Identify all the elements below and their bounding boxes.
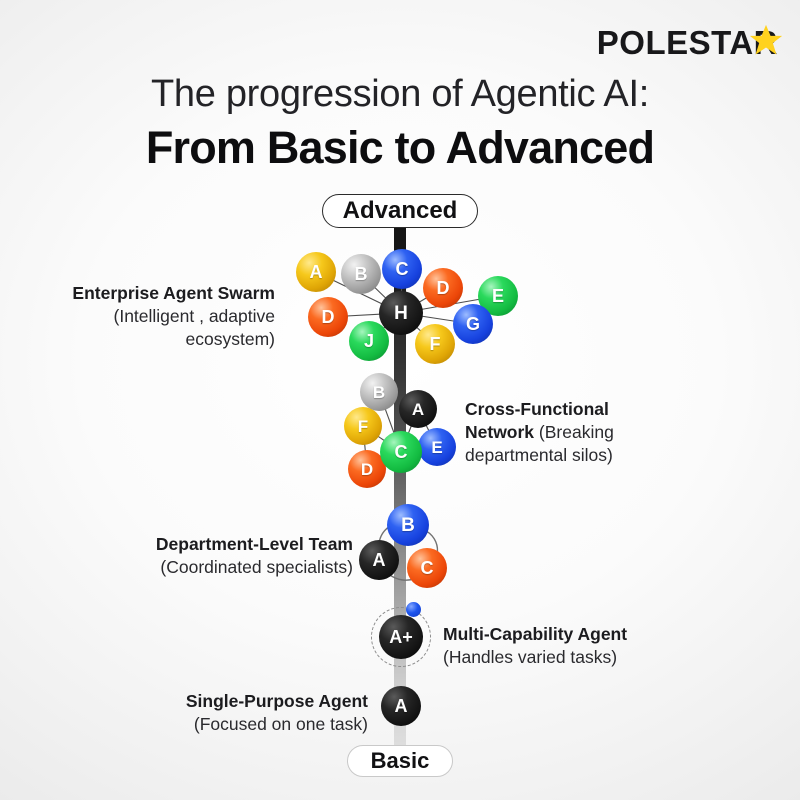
agent-node[interactable]: C xyxy=(382,249,422,289)
caption-title: Multi-Capability Agent xyxy=(443,624,628,644)
agent-node[interactable]: F xyxy=(415,324,455,364)
caption-subtitle: (Coordinated specialists) xyxy=(160,557,353,578)
axis-label-basic: Basic xyxy=(347,745,453,777)
agent-node[interactable]: C xyxy=(407,548,447,588)
caption-title: Single-Purpose Agent xyxy=(185,691,368,711)
caption-title: Department-Level Team xyxy=(155,534,353,554)
caption-subtitle: (Handles varied tasks) xyxy=(443,647,618,668)
caption-subtitle: (Focused on one task) xyxy=(193,714,368,735)
agent-hub-node[interactable]: A+ xyxy=(379,615,423,659)
agent-node[interactable]: A xyxy=(359,540,399,580)
caption-enterprise-agent-swarm: Enterprise Agent Swarm (Intelligent , ad… xyxy=(60,282,275,351)
capability-halo-ring xyxy=(371,607,431,667)
axis-label-advanced: Advanced xyxy=(322,194,478,228)
agent-node[interactable]: A xyxy=(296,252,336,292)
caption-subtitle: (Breaking departmental silos) xyxy=(465,422,614,466)
agent-hub-node[interactable]: H xyxy=(379,291,423,335)
agent-node[interactable]: A xyxy=(399,390,437,428)
caption-title: Cross-Functional Network xyxy=(465,399,609,443)
agent-node[interactable]: G xyxy=(453,304,493,344)
caption-multi-capability-agent: Multi-Capability Agent (Handles varied t… xyxy=(443,623,683,669)
title-block: The progression of Agentic AI: From Basi… xyxy=(0,72,800,173)
caption-single-purpose-agent: Single-Purpose Agent (Focused on one tas… xyxy=(125,690,368,736)
agent-hub-node[interactable]: A xyxy=(381,686,421,726)
agent-node[interactable]: D xyxy=(423,268,463,308)
agent-node[interactable]: B xyxy=(341,254,381,294)
agent-node[interactable]: D xyxy=(308,297,348,337)
agent-node[interactable]: J xyxy=(349,321,389,361)
logo-wordmark: POLESTAR xyxy=(596,23,782,61)
caption-subtitle: (Intelligent , adaptive ecosystem) xyxy=(113,306,276,350)
agent-node[interactable]: B xyxy=(360,373,398,411)
agent-hub-node[interactable]: C xyxy=(380,431,422,473)
caption-title: Enterprise Agent Swarm xyxy=(72,283,275,303)
agent-node[interactable]: F xyxy=(344,407,382,445)
page-title-line-2: From Basic to Advanced xyxy=(145,121,655,173)
logo-text: POLESTAR xyxy=(596,23,778,61)
polestar-logo: POLESTAR xyxy=(596,22,782,62)
page-title-line-1: The progression of Agentic AI: xyxy=(151,73,649,115)
caption-department-level-team: Department-Level Team (Coordinated speci… xyxy=(105,533,353,579)
capability-dot-icon xyxy=(406,602,421,617)
agent-hub-node[interactable]: B xyxy=(387,504,429,546)
caption-cross-functional-network: Cross-Functional Network (Breaking depar… xyxy=(465,398,680,467)
agent-node[interactable]: E xyxy=(418,428,456,466)
